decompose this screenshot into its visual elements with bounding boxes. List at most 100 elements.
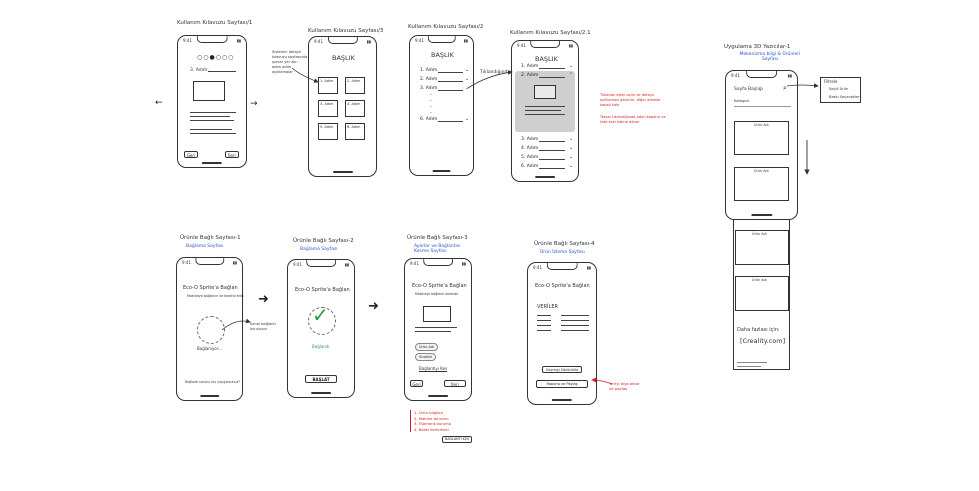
status-time: 9:41 <box>533 265 542 270</box>
product-card-2[interactable] <box>734 167 789 201</box>
chevron-down-icon[interactable]: ⌄ <box>569 163 574 169</box>
scroll-continuation <box>733 220 790 370</box>
product-card-label: Ürün Adı <box>754 169 769 173</box>
connect-title: Eco-O Sprite'a Bağlan <box>412 283 467 289</box>
step-row-6[interactable]: 6. Adım <box>420 117 438 122</box>
onboarding-2-heading: BAŞLIK <box>431 51 454 59</box>
battery-icon: ▮▮ <box>586 265 591 270</box>
chevron-up-icon[interactable]: ⌃ <box>569 72 574 78</box>
chevron-down-icon[interactable]: ⌄ <box>465 116 470 122</box>
report-share-button[interactable]: Raporla ve Paylaş <box>536 380 588 388</box>
title-connect-1: Ürünle Bağlı Sayfası-1 <box>180 235 241 241</box>
step-row-5[interactable]: 5. Adım <box>521 155 539 160</box>
status-time: 9:41 <box>183 38 192 43</box>
connection-help-link[interactable]: Bağlantı sorunu mu yaşıyorsunuz? <box>185 380 240 384</box>
flow-arrow-icon: ➜ <box>368 299 379 314</box>
title-app-subtitle: Mekanizma bilgi & Ürünleri Sayfası <box>739 52 801 62</box>
title-app: Uygulama 3D Yazıcılar-1 <box>724 44 791 50</box>
chevron-down-icon[interactable]: ⌄ <box>465 85 470 91</box>
chevron-down-icon[interactable]: ⌄ <box>465 76 470 82</box>
red-note-item: 2. Makine durumu <box>414 415 449 421</box>
filter-option-1[interactable]: Seçili Ürün <box>829 87 849 91</box>
step-row-1[interactable]: 1. Adım <box>420 68 438 73</box>
machine-image <box>423 306 451 322</box>
battery-icon: ▮▮ <box>236 38 241 43</box>
title-onboarding-2: Kullanım Kılavuzu Sayfası/2 <box>408 24 484 30</box>
step-card-2[interactable]: 2. Adım <box>345 77 365 94</box>
next-button[interactable]: İleri <box>225 151 239 158</box>
status-time: 9:41 <box>314 39 323 44</box>
image-placeholder <box>534 85 556 99</box>
step-row-2[interactable]: 2. Adım <box>420 77 438 82</box>
view-history-button[interactable]: Geçmişi Görüntüle <box>542 366 582 373</box>
product-card-3[interactable] <box>735 230 789 265</box>
page-title: Sayfa Başlığı <box>734 87 763 92</box>
back-button[interactable]: Geri <box>410 380 423 387</box>
step-row-3[interactable]: 3. Adım <box>420 86 438 91</box>
disconnect-link[interactable]: Bağlantıyı Kes <box>419 366 448 371</box>
chevron-down-icon[interactable]: ⌄ <box>569 136 574 142</box>
red-note-expand: Tıklanan adım açılır ve detaylı açıklama… <box>600 93 661 107</box>
filter-option-2[interactable]: Baskı Seçenekleri <box>829 95 861 99</box>
next-button[interactable]: İleri <box>444 380 466 387</box>
title-connect-4: Ürünle Bağlı Sayfası-4 <box>534 241 595 247</box>
chevron-down-icon[interactable]: ⌄ <box>569 63 574 69</box>
step-row-4[interactable]: 4. Adım <box>521 146 539 151</box>
title-connect-2: Ürünle Bağlı Sayfası-2 <box>293 238 354 244</box>
pagination-dots[interactable]: ○○●○○○ <box>197 54 235 61</box>
red-note-item: 4. Baskı ilerlemesi <box>414 426 449 432</box>
disconnect-button-annotation[interactable]: BAĞLANTI KES <box>442 436 472 443</box>
connected-circle <box>308 307 336 335</box>
chevron-down-icon[interactable]: ⌄ <box>569 145 574 151</box>
title-connect-2-sub: Bağlama Sayfası <box>300 247 338 252</box>
back-button[interactable]: Geri <box>184 151 198 158</box>
status-time: 9:41 <box>415 38 424 43</box>
step-card-1[interactable]: 1. Adım <box>318 77 338 94</box>
status-time: 9:41 <box>293 262 302 267</box>
flow-arrow-icon: ➜ <box>258 292 269 307</box>
product-card-1[interactable] <box>734 121 789 155</box>
product-name-pill[interactable]: Ürün Adı <box>415 343 439 351</box>
battery-icon: ▮▮ <box>787 73 792 78</box>
step-card-4[interactable]: 4. Adım <box>345 100 365 117</box>
title-onboarding-2-1: Kullanım Kılavuzu Sayfası/2.1 <box>510 30 591 36</box>
red-note-item: 3. Filament durumu <box>414 421 452 426</box>
phone-app: 9:41 ▮▮ Sayfa Başlığı ⌕ Kategori Ürün Ad… <box>725 70 798 220</box>
product-card-label: Ürün Adı <box>752 278 767 282</box>
title-onboarding-3: Kullanım Kılavuzu Sayfası/3 <box>308 28 384 34</box>
search-icon[interactable]: ⌕ <box>783 84 787 92</box>
step-row-1[interactable]: 1. Adım <box>521 64 539 69</box>
phone-onboarding-2-1: 9:41 ▮▮ BAŞLIK 1. Adım ⌄ 2. Adım ⌃ 3. Ad… <box>511 40 579 182</box>
step-card-6[interactable]: 6. Adım <box>345 123 365 140</box>
step-row-2[interactable]: 2. Adım <box>521 73 539 78</box>
chevron-down-icon[interactable]: ⌄ <box>465 67 470 73</box>
product-card-label: Ürün Adı <box>754 123 769 127</box>
phone-onboarding-3: 9:41 ▮▮ BAŞLIK 1. Adım 2. Adım 3. Adım 4… <box>308 36 377 177</box>
phone-connect-1: 9:41 ▮▮ Eco-O Sprite'a Bağlan Makineye b… <box>176 257 244 401</box>
title-connect-4-sub: Ürün İzleme Sayfası <box>540 250 585 255</box>
battery-icon: ▮▮ <box>461 261 466 266</box>
step-row-3[interactable]: 3. Adım <box>521 137 539 142</box>
temperature-pill[interactable]: Sıcaklık <box>415 353 437 361</box>
product-card-4[interactable] <box>735 276 789 311</box>
status-time: 9:41 <box>731 73 740 78</box>
connecting-status: Bağlanıyor... <box>197 346 222 351</box>
connect-subtitle: Makineye bağlantı kontrolü <box>415 292 459 296</box>
step-card-3[interactable]: 3. Adım <box>318 100 338 117</box>
data-label: VERİLER <box>537 304 558 310</box>
red-note-item: 1. Ürün bilgileri <box>414 410 444 415</box>
title-connect-1-sub: Bağlama Sayfası <box>186 244 224 249</box>
start-button[interactable]: BAŞLAT <box>305 375 337 383</box>
category-label[interactable]: Kategori <box>734 99 750 103</box>
connect-title: Eco-O Sprite'a Bağlan <box>183 285 238 291</box>
chevron-down-icon[interactable]: ⌄ <box>569 154 574 160</box>
phone-onboarding-2: 9:41 ▮▮ BAŞLIK 1. Adım ⌄ 2. Adım ⌄ 3. Ad… <box>409 35 474 176</box>
red-notes-list: 1. Ürün bilgileri 2. Makine durumu 3. Fi… <box>410 410 451 432</box>
checkmark-icon: ✓ <box>312 303 329 327</box>
battery-icon: ▮▮ <box>568 43 573 48</box>
step-row-6[interactable]: 6. Adım <box>521 164 539 169</box>
step-card-5[interactable]: 5. Adım <box>318 123 338 140</box>
title-connect-3: Ürünle Bağlı Sayfası-3 <box>407 235 468 241</box>
battery-icon: ▮▮ <box>463 38 468 43</box>
footer-link[interactable]: [Creality.com] <box>740 337 786 345</box>
